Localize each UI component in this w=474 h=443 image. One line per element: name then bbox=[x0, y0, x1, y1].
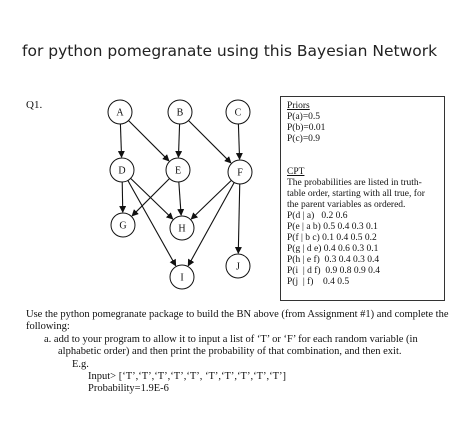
cpt-title: CPT bbox=[287, 167, 305, 177]
node-circle bbox=[225, 99, 251, 125]
edge-f-i bbox=[187, 182, 235, 267]
node-e: E bbox=[165, 157, 191, 183]
node-circle bbox=[107, 99, 133, 125]
node-j: J bbox=[225, 253, 251, 279]
cpt-description: The probabilities are listed in truth-ta… bbox=[287, 178, 425, 210]
node-label: I bbox=[180, 273, 183, 284]
node-f: F bbox=[227, 159, 253, 185]
node-b: B bbox=[167, 99, 193, 125]
node-label: E bbox=[175, 166, 181, 177]
example-input: Input> [‘T’,‘T’,‘T’,‘T’,‘T’, ‘T’,‘T’,‘T’… bbox=[88, 371, 287, 383]
edge-d-i bbox=[127, 180, 177, 267]
cpt-line: P(h | e f) 0.3 0.4 0.3 0.4 bbox=[287, 255, 380, 265]
cpt-line: P(j | f) 0.4 0.5 bbox=[287, 277, 350, 287]
instructions: Use the python pomegranate package to bu… bbox=[26, 309, 456, 396]
prior-line: P(a)=0.5 bbox=[287, 112, 321, 122]
cpt-line: P(e | a b) 0.5 0.4 0.3 0.1 bbox=[287, 222, 378, 232]
cpt-line: P(g | d e) 0.4 0.6 0.3 0.1 bbox=[287, 244, 379, 254]
edge-b-e bbox=[175, 123, 183, 159]
node-circle bbox=[227, 159, 253, 185]
priors-title: Priors bbox=[287, 101, 310, 111]
page-heading: for python pomegranate using this Bayesi… bbox=[22, 42, 438, 60]
edge-e-h bbox=[177, 181, 185, 217]
node-d: D bbox=[109, 157, 135, 183]
node-circle bbox=[169, 264, 195, 290]
node-h: H bbox=[169, 215, 195, 241]
edge-a-e bbox=[128, 120, 170, 162]
node-label: H bbox=[178, 224, 185, 235]
node-label: D bbox=[118, 166, 125, 177]
probability-box: Priors P(a)=0.5 P(b)=0.01 P(c)=0.9 CPT T… bbox=[280, 96, 445, 301]
node-circle bbox=[169, 215, 195, 241]
edge-c-f bbox=[235, 123, 243, 161]
node-c: C bbox=[225, 99, 251, 125]
question-label: Q1. bbox=[26, 99, 43, 111]
instructions-intro: Use the python pomegranate package to bu… bbox=[26, 309, 449, 333]
example-output: Probability=1.9E-6 bbox=[88, 383, 169, 395]
node-a: A bbox=[107, 99, 133, 125]
edge-a-d bbox=[117, 123, 125, 159]
node-label: G bbox=[119, 221, 126, 232]
cpt-line: P(f | b c) 0.1 0.4 0.5 0.2 bbox=[287, 233, 377, 243]
node-circle bbox=[110, 212, 136, 238]
instruction-item-a: a. add to your program to allow it to in… bbox=[44, 333, 418, 358]
node-circle bbox=[225, 253, 251, 279]
edge-d-g bbox=[119, 181, 127, 214]
edge-b-f bbox=[188, 120, 232, 164]
example-label: E.g. bbox=[72, 358, 89, 370]
node-label: F bbox=[237, 168, 243, 179]
node-label: C bbox=[235, 108, 242, 119]
cpt-line: P(d | a) 0.2 0.6 bbox=[287, 211, 348, 221]
prior-line: P(c)=0.9 bbox=[287, 134, 321, 144]
node-label: B bbox=[177, 108, 184, 119]
edge-f-j bbox=[234, 183, 242, 255]
node-circle bbox=[165, 157, 191, 183]
edge-f-h bbox=[190, 179, 232, 220]
prior-line: P(b)=0.01 bbox=[287, 123, 326, 133]
node-circle bbox=[167, 99, 193, 125]
node-label: A bbox=[116, 108, 124, 119]
edge-e-g bbox=[131, 178, 170, 217]
node-circle bbox=[109, 157, 135, 183]
cpt-line: P(i | d f) 0.9 0.8 0.9 0.4 bbox=[287, 266, 380, 276]
node-i: I bbox=[169, 264, 195, 290]
edge-d-h bbox=[130, 177, 174, 220]
node-g: G bbox=[110, 212, 136, 238]
node-label: J bbox=[236, 262, 240, 273]
bayesian-network-diagram: A B C D E F G H I J bbox=[107, 99, 253, 290]
